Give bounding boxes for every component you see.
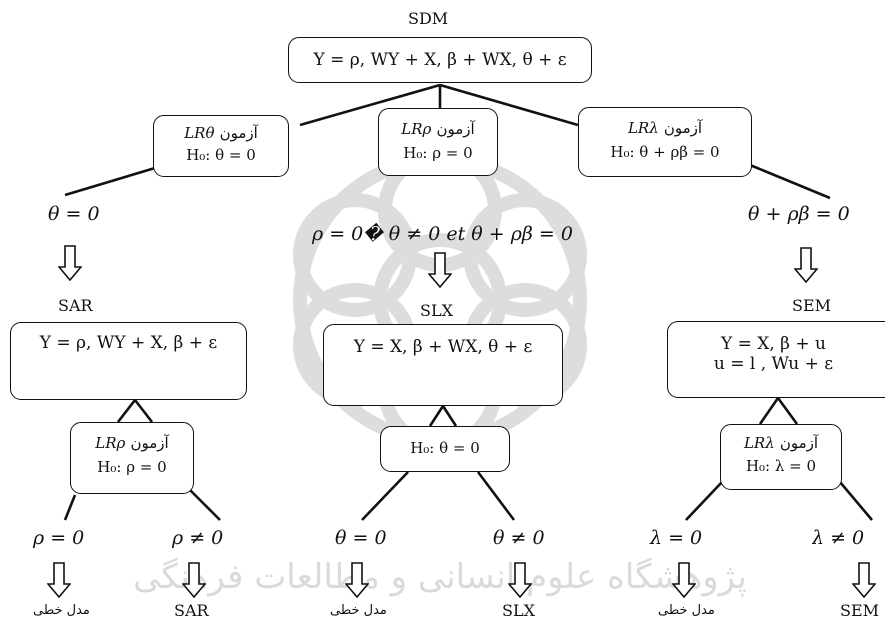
sar-box: Y = ρ, WY + X, β + ε bbox=[10, 322, 247, 400]
test-theta-box: LRθ آزمون H₀: θ = 0 bbox=[153, 115, 289, 177]
sem-linear-model-label: مدل خطی bbox=[658, 603, 715, 618]
test-lambda-header: LRλ آزمون bbox=[579, 118, 751, 137]
line-sem-right bbox=[839, 481, 873, 521]
slx-equation: Y = X, β + WX, θ + ε bbox=[353, 337, 533, 357]
line-sdm-theta bbox=[299, 83, 441, 127]
line-sem-sub bbox=[758, 397, 780, 425]
condition-middle: ρ = 0� θ ≠ 0 et θ + ρβ = 0 bbox=[312, 223, 573, 245]
line-sar-right bbox=[189, 489, 221, 521]
sem-equation-1: Y = X, β + u bbox=[720, 334, 826, 354]
sem-box: Y = X, β + u u = l , Wu + ε bbox=[667, 321, 885, 398]
test-rho-stat: LRρ bbox=[401, 120, 432, 138]
subtest-sem-header: LRλ آزمون bbox=[721, 433, 841, 452]
subtest-sem-label: آزمون bbox=[779, 434, 819, 452]
arrow-down-icon bbox=[345, 562, 369, 598]
condition-left: θ = 0 bbox=[48, 203, 100, 225]
sar-linear-model-label: مدل خطی bbox=[33, 603, 90, 618]
line-sar-left bbox=[63, 494, 77, 521]
test-lambda-label: آزمون bbox=[663, 119, 703, 137]
line-slx-left bbox=[361, 471, 409, 521]
test-lambda-box: LRλ آزمون H₀: θ + ρβ = 0 bbox=[578, 107, 752, 177]
arrow-down-icon bbox=[508, 562, 532, 598]
line-sem-left bbox=[685, 481, 723, 521]
subtest-sar-h0: H₀: ρ = 0 bbox=[97, 458, 167, 476]
arrow-down-icon bbox=[58, 245, 82, 281]
condition-right: θ + ρβ = 0 bbox=[748, 203, 850, 225]
subtest-sem-h0: H₀: λ = 0 bbox=[745, 457, 817, 475]
sdm-box: Y = ρ, WY + X, β + WX, θ + ε bbox=[288, 37, 592, 83]
subtest-slx-box: H₀: θ = 0 bbox=[380, 426, 510, 472]
sar-equation: Y = ρ, WY + X, β + ε bbox=[39, 333, 218, 353]
slx-box: Y = X, β + WX, θ + ε bbox=[323, 324, 563, 406]
slx-left-condition: θ = 0 bbox=[335, 527, 387, 549]
line-sar-sub bbox=[116, 399, 137, 423]
test-rho-header: LRρ آزمون bbox=[379, 119, 497, 138]
sar-left-condition: ρ = 0 bbox=[33, 527, 85, 549]
slx-linear-model-label: مدل خطی bbox=[330, 603, 387, 618]
sem-result-label: SEM bbox=[840, 601, 880, 620]
sar-right-condition: ρ ≠ 0 bbox=[172, 527, 224, 549]
line-slx-right bbox=[476, 471, 516, 521]
sem-right-condition: λ ≠ 0 bbox=[812, 527, 865, 549]
test-rho-box: LRρ آزمون H₀: ρ = 0 bbox=[378, 108, 498, 176]
subtest-sem-stat: LRλ bbox=[743, 434, 775, 452]
test-rho-label: آزمون bbox=[436, 120, 475, 138]
subtest-sar-box: LRρ آزمون H₀: ρ = 0 bbox=[70, 422, 194, 494]
subtest-sar-stat: LRρ bbox=[95, 434, 126, 452]
test-lambda-h0: H₀: θ + ρβ = 0 bbox=[610, 143, 720, 161]
subtest-slx-h0: H₀: θ = 0 bbox=[410, 439, 480, 457]
sdm-equation: Y = ρ, WY + X, β + WX, θ + ε bbox=[313, 50, 567, 70]
arrow-down-icon bbox=[794, 247, 818, 283]
test-theta-stat: LRθ bbox=[184, 124, 215, 142]
sem-left-condition: λ = 0 bbox=[650, 527, 703, 549]
test-theta-header: LRθ آزمون bbox=[154, 123, 288, 142]
line-theta-out bbox=[64, 166, 156, 197]
arrow-down-icon bbox=[852, 562, 876, 598]
line-lambda-out bbox=[749, 163, 831, 200]
test-theta-label: آزمون bbox=[219, 124, 258, 142]
watermark-text: پژوهشگاه علوم انسانی و مطالعات فرهنگی bbox=[133, 557, 747, 597]
arrow-down-icon bbox=[182, 562, 206, 598]
test-lambda-stat: LRλ bbox=[627, 119, 659, 137]
arrow-down-icon bbox=[672, 562, 696, 598]
line-sdm-lambda bbox=[439, 83, 579, 127]
subtest-sar-header: LRρ آزمون bbox=[71, 433, 193, 452]
sem-title: SEM bbox=[792, 296, 832, 315]
line-slx-sub bbox=[428, 405, 445, 427]
sem-equation-2: u = l , Wu + ε bbox=[713, 354, 834, 374]
sar-title: SAR bbox=[58, 296, 93, 315]
test-theta-h0: H₀: θ = 0 bbox=[186, 146, 256, 164]
slx-title: SLX bbox=[420, 301, 453, 320]
subtest-sar-label: آزمون bbox=[130, 434, 169, 452]
arrow-down-icon bbox=[428, 252, 452, 288]
test-rho-h0: H₀: ρ = 0 bbox=[403, 144, 473, 162]
slx-right-condition: θ ≠ 0 bbox=[493, 527, 545, 549]
subtest-sem-box: LRλ آزمون H₀: λ = 0 bbox=[720, 424, 842, 490]
sar-result-label: SAR bbox=[174, 601, 209, 620]
slx-result-label: SLX bbox=[502, 601, 535, 620]
arrow-down-icon bbox=[47, 562, 71, 598]
sdm-title: SDM bbox=[408, 9, 449, 28]
